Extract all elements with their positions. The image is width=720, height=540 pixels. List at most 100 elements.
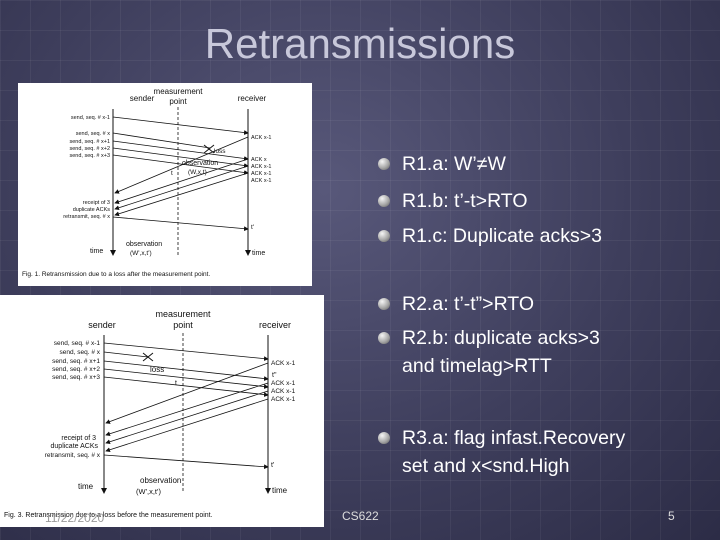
fig1-caption: Fig. 1. Retransmission due to a loss aft…: [22, 271, 210, 278]
fig2-tprime-label: t': [271, 462, 274, 469]
fig1-retransmit-label: retransmit, seq. # x: [63, 214, 110, 220]
bullet-text: R2.b: duplicate acks>3: [402, 327, 600, 349]
footer-date: 11/22/2020: [45, 511, 105, 525]
fig2-send-label-3: send, seq. # x+1: [52, 358, 100, 365]
fig1-packet-5: [112, 154, 249, 175]
fig2-send-label-2: send, seq. # x: [60, 349, 101, 356]
fig1-t-label: t: [171, 170, 173, 177]
fig1-packet-4: [112, 147, 249, 168]
footer-course: CS622: [342, 509, 379, 523]
figure-1-diagram: sender measurement point receiver send, …: [22, 87, 271, 278]
bullet-icon: [378, 158, 390, 170]
fig1-dup-label: duplicate ACKs: [73, 207, 111, 213]
bullet-text: R1.b: t’-t>RTO: [402, 190, 528, 212]
fig1-receipt-label: receipt of 3: [83, 200, 110, 206]
bullet-icon: [378, 332, 390, 344]
fig1-ack-5: ACK x-1: [251, 178, 271, 184]
bullet-r2b: R2.b: duplicate acks>3 and timelag>RTT: [378, 324, 600, 380]
slide-title: Retransmissions: [204, 20, 516, 67]
fig1-observation-sub: (W,x,t): [188, 169, 207, 176]
fig2-packet-5: [103, 376, 269, 397]
bullet-text-line2: and timelag>RTT: [402, 355, 552, 377]
fig1-packet-lost: [112, 132, 211, 149]
fig1-ack-line-2: [114, 158, 249, 205]
fig1-tprime-label: t': [251, 224, 254, 231]
bullet-icon: [378, 432, 390, 444]
fig2-send-label-4: send, seq. # x+2: [52, 366, 100, 373]
fig1-send-label-3: send, seq. # x+1: [69, 139, 110, 145]
fig1-ack-line-1: [114, 136, 249, 194]
fig2-packet-4: [103, 368, 269, 389]
bullet-r1b: R1.b: t’-t>RTO: [378, 187, 528, 215]
fig1-time-right: time: [252, 250, 265, 257]
fig1-ack-3: ACK x-1: [251, 164, 271, 170]
fig2-t-label: t: [175, 380, 177, 387]
fig2-ack-line-1: [105, 362, 269, 424]
bullet-icon: [378, 230, 390, 242]
fig1-ack-1: ACK x-1: [251, 135, 271, 141]
fig2-ack-line-4: [105, 398, 269, 453]
fig1-send-label-1: send, seq. # x-1: [71, 115, 110, 121]
fig1-receiver-label: receiver: [238, 94, 267, 103]
fig1-point-label: point: [169, 97, 187, 106]
figure-2-diagram: sender measurement point receiver send, …: [4, 309, 296, 519]
fig2-time-left: time: [78, 482, 94, 491]
fig1-retransmission: [112, 216, 249, 232]
fig1-loss-label: loss: [214, 148, 226, 155]
fig2-tdd-label: t": [272, 372, 277, 379]
bullet-icon: [378, 195, 390, 207]
bullet-text: R3.a: flag infast.Recovery: [402, 427, 626, 449]
fig2-dup-label: duplicate ACKs: [51, 443, 99, 450]
fig2-measurement-label: measurement: [155, 309, 211, 319]
fig2-receiver-label: receiver: [259, 320, 291, 330]
fig2-sender-label: sender: [88, 320, 116, 330]
bullet-r3a: R3.a: flag infast.Recovery set and x<snd…: [378, 424, 625, 480]
fig1-packet-1: [112, 116, 249, 135]
fig2-ack-line-3: [105, 390, 269, 445]
bullet-r1c: R1.c: Duplicate acks>3: [378, 222, 602, 250]
fig1-ack-4: ACK x-1: [251, 171, 271, 177]
fig2-loss-label: loss: [150, 365, 164, 374]
bullet-text: R2.a: t’-t”>RTO: [402, 293, 535, 315]
fig2-ack-1: ACK x-1: [271, 360, 296, 367]
bullet-text-line2: set and x<snd.High: [402, 455, 570, 477]
fig2-observation-sub: (W',x,t'): [136, 487, 161, 496]
fig1-send-label-2: send, seq. # x: [76, 131, 110, 137]
fig1-ack-line-3: [114, 165, 249, 211]
bullet-r2a: R2.a: t’-t”>RTO: [378, 290, 534, 318]
fig1-ack-line-4: [114, 172, 249, 217]
fig2-packet-3: [103, 360, 269, 381]
footer-page-number: 5: [668, 509, 675, 523]
fig2-retransmission: [103, 454, 269, 470]
fig2-ack-2: ACK x-1: [271, 380, 296, 387]
bullet-text: R1.a: W’≠W: [402, 153, 506, 175]
fig2-receipt-label: receipt of 3: [61, 435, 96, 442]
fig1-observation2-sub: (W',x,t'): [130, 250, 152, 257]
fig2-ack-4: ACK x-1: [271, 396, 296, 403]
figure-1: sender measurement point receiver send, …: [18, 83, 312, 286]
fig2-ack-3: ACK x-1: [271, 388, 296, 395]
fig1-ack-2: ACK x: [251, 157, 267, 163]
fig2-time-right: time: [272, 486, 288, 495]
fig2-ack-line-2: [105, 382, 269, 437]
fig2-packet-1: [103, 342, 269, 362]
fig1-sender-label: sender: [130, 94, 155, 103]
fig1-packet-3: [112, 140, 249, 161]
fig2-packet-lost: [103, 351, 149, 358]
fig2-send-label-1: send, seq. # x-1: [54, 340, 101, 347]
fig2-observation-label: observation: [140, 476, 181, 485]
fig1-observation-label: observation: [182, 160, 218, 167]
fig1-time-left: time: [90, 248, 103, 255]
fig1-send-label-4: send, seq. # x+2: [69, 146, 110, 152]
bullet-icon: [378, 298, 390, 310]
fig2-send-label-5: send, seq. # x+3: [52, 374, 100, 381]
fig2-caption: Fig. 3. Retransmission due to a loss bef…: [4, 512, 213, 519]
fig1-send-label-5: send, seq. # x+3: [69, 153, 110, 159]
fig2-retransmit-label: retransmit, seq. # x: [45, 452, 101, 459]
figure-2: sender measurement point receiver send, …: [0, 295, 324, 527]
bullet-r1a: R1.a: W’≠W: [378, 150, 506, 178]
fig1-observation2-label: observation: [126, 241, 162, 248]
bullet-text: R1.c: Duplicate acks>3: [402, 225, 602, 247]
fig1-measurement-label: measurement: [154, 87, 204, 96]
fig2-point-label: point: [173, 320, 193, 330]
